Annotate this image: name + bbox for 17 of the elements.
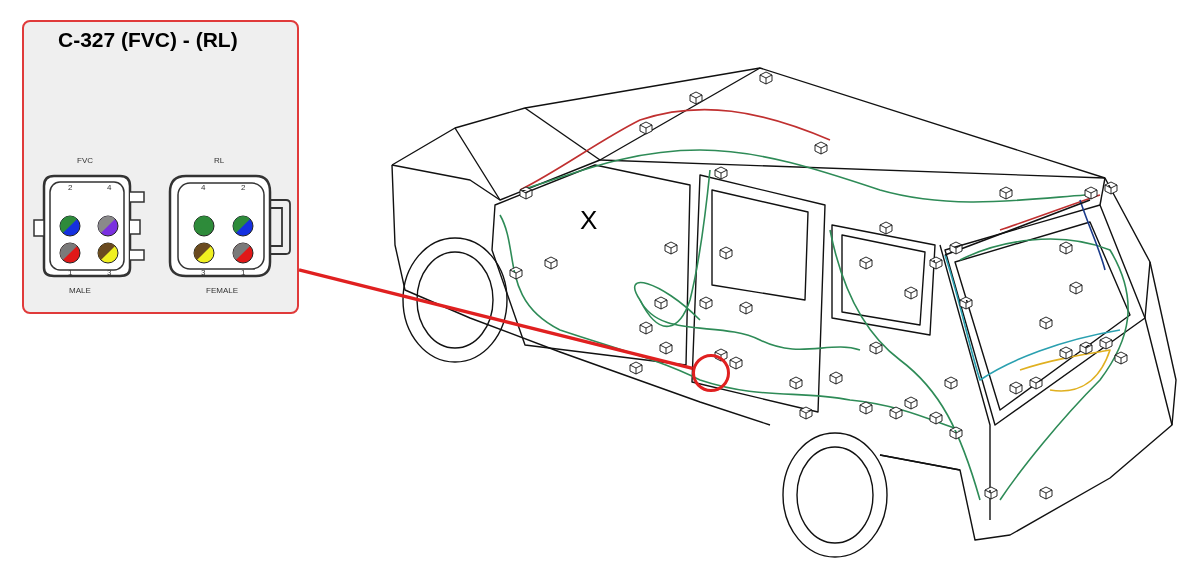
pin-number: 4 — [107, 183, 112, 192]
pin-number: 1 — [241, 268, 246, 277]
pin-number: 3 — [201, 268, 206, 277]
callout-title: C-327 (FVC) - (RL) — [58, 28, 238, 52]
pin-number: 4 — [201, 183, 206, 192]
pin-number: 2 — [68, 183, 73, 192]
pin-number: 2 — [241, 183, 246, 192]
connector-type: MALE — [69, 286, 91, 295]
connector-name: RL — [214, 156, 225, 165]
connector-name: FVC — [77, 156, 93, 165]
callout-panel — [22, 20, 299, 314]
pin-number: 3 — [107, 268, 112, 277]
leader-line — [298, 268, 693, 371]
highlight-circle — [692, 354, 730, 392]
pin-number: 1 — [68, 268, 73, 277]
connector-type: FEMALE — [206, 286, 238, 295]
area-marker: X — [580, 205, 598, 236]
